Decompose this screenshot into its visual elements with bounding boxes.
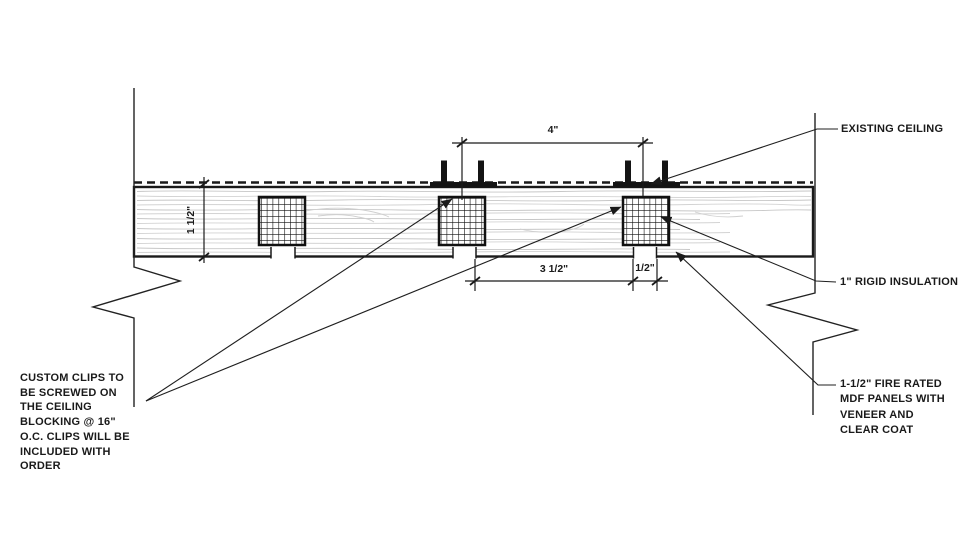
dimension-4in — [452, 137, 653, 200]
leader-custom-clips-1 — [145, 198, 453, 402]
label-existing-ceiling: EXISTING CEILING — [841, 123, 944, 135]
panel-reveals — [270, 247, 658, 260]
dim-text-4in: 4" — [547, 124, 559, 136]
label-custom-clips-line: THE CEILING — [20, 401, 92, 414]
label-mdf-line: VENEER AND — [840, 408, 914, 421]
leader-lines — [145, 128, 838, 402]
leader-existing-ceiling — [650, 128, 838, 185]
break-line-right — [765, 113, 860, 415]
label-mdf-line: MDF PANELS WITH — [840, 393, 945, 406]
leader-custom-clips-2 — [145, 206, 622, 402]
dim-text-3-1-2in: 3 1/2" — [539, 263, 569, 275]
label-custom-clips: CUSTOM CLIPS TO BE SCREWED ON THE CEILIN… — [20, 371, 145, 474]
label-mdf-line: CLEAR COAT — [840, 424, 914, 437]
dimension-3-1-2in-and-1-2in — [465, 259, 668, 291]
blocking-square — [257, 195, 307, 247]
label-custom-clips-line: BLOCKING @ 16" — [20, 416, 116, 429]
blocking-square — [437, 195, 487, 247]
dimension-1-1-2in — [198, 177, 210, 263]
dim-text-1-2in: 1/2" — [635, 262, 655, 274]
label-rigid-insulation: 1" RIGID INSULATION — [840, 276, 959, 288]
break-line-left — [90, 88, 183, 407]
label-custom-clips-line: ORDER — [20, 460, 61, 473]
label-custom-clips-line: CUSTOM CLIPS TO — [20, 372, 125, 384]
clip — [613, 160, 680, 188]
leader-rigid-insulation — [660, 216, 837, 283]
custom-clips — [430, 160, 680, 188]
label-custom-clips-line: O.C. CLIPS WILL BE — [20, 430, 130, 443]
blocking-square — [621, 195, 671, 247]
label-custom-clips-line: BE SCREWED ON — [20, 386, 117, 399]
label-mdf-line: 1-1/2" FIRE RATED — [840, 378, 942, 390]
leader-mdf-panels — [675, 251, 836, 386]
dim-text-1-1-2in: 1 1/2" — [185, 205, 197, 235]
ceiling-blocking — [257, 195, 671, 247]
clip — [430, 160, 497, 188]
label-custom-clips-line: INCLUDED WITH — [20, 445, 111, 458]
label-mdf-panels: 1-1/2" FIRE RATED MDF PANELS WITH VENEER… — [840, 377, 975, 439]
